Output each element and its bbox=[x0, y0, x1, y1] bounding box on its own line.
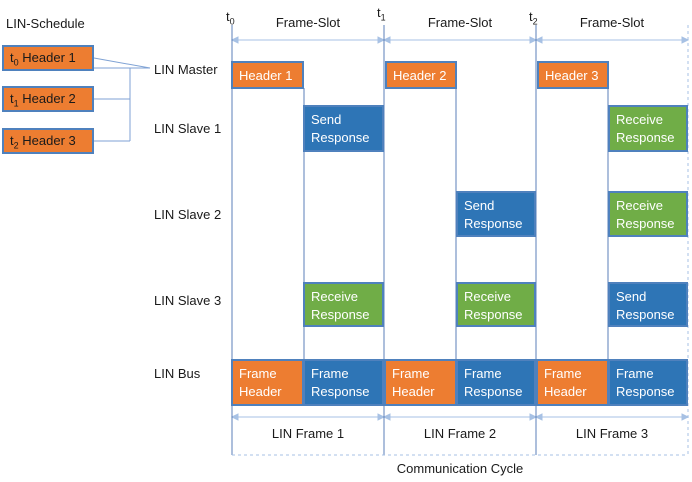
row-label-slave2: LIN Slave 2 bbox=[154, 207, 222, 222]
slot3-slave2-receive: Receive Response bbox=[608, 191, 688, 237]
schedule-time-2: t bbox=[10, 133, 14, 148]
bus-response-2-line2: Response bbox=[464, 384, 523, 399]
bus-header-1-line1: Frame bbox=[239, 366, 277, 381]
tick-t0-letter: t bbox=[226, 9, 230, 24]
slot2-slave3-receive: Receive Response bbox=[456, 282, 536, 327]
bus-frame-header-1: Frame Header bbox=[231, 359, 304, 406]
lin-frame-label-3: LIN Frame 3 bbox=[575, 426, 649, 441]
tick-t2: t2 bbox=[529, 9, 538, 27]
schedule-time-2-sub: 2 bbox=[13, 140, 19, 151]
frame-slot-label-1: Frame-Slot bbox=[275, 15, 341, 30]
bus-response-1-line1: Frame bbox=[311, 366, 349, 381]
bus-header-1-line2: Header bbox=[239, 384, 282, 399]
slot1-slave1-line2: Response bbox=[311, 130, 370, 145]
row-label-slave3: LIN Slave 3 bbox=[154, 293, 222, 308]
slot2-slave2-send: Send Response bbox=[456, 191, 536, 237]
bus-header-3-line1: Frame bbox=[544, 366, 582, 381]
frame-slot-label-3: Frame-Slot bbox=[579, 15, 645, 30]
tick-t0-sub: 0 bbox=[229, 16, 235, 27]
lin-frame-label-2: LIN Frame 2 bbox=[423, 426, 497, 441]
master-header-1: Header 1 bbox=[231, 61, 304, 89]
tick-t1-letter: t bbox=[377, 5, 381, 20]
tick-t0: t0 bbox=[226, 9, 235, 27]
bus-response-3-line1: Frame bbox=[616, 366, 654, 381]
schedule-title: LIN-Schedule bbox=[6, 16, 85, 31]
slot3-slave3-send: Send Response bbox=[608, 282, 688, 327]
slot2-slave2-line2: Response bbox=[464, 216, 523, 231]
schedule-time-0: t bbox=[10, 50, 14, 65]
slot2-slave2-line1: Send bbox=[464, 198, 495, 213]
row-label-master: LIN Master bbox=[154, 62, 218, 77]
slot1-slave3-line1: Receive bbox=[311, 289, 358, 304]
bus-header-3-line2: Header bbox=[544, 384, 587, 399]
bus-frame-response-1: Frame Response bbox=[303, 359, 384, 406]
tick-t1: t1 bbox=[377, 5, 386, 23]
tick-t2-sub: 2 bbox=[532, 16, 538, 27]
slot1-slave1-line1: Send bbox=[311, 112, 342, 127]
schedule-item-2: t1 Header 2 bbox=[2, 86, 94, 112]
slot3-slave1-line1: Receive bbox=[616, 112, 663, 127]
schedule-item-3: t2 Header 3 bbox=[2, 128, 94, 154]
bus-header-2-line1: Frame bbox=[392, 366, 430, 381]
slot2-slave3-line1: Receive bbox=[464, 289, 511, 304]
slot3-slave3-line2: Response bbox=[616, 307, 675, 322]
slot2-slave3-line2: Response bbox=[464, 307, 523, 322]
slot1-slave3-receive: Receive Response bbox=[303, 282, 384, 327]
bus-frame-header-2: Frame Header bbox=[384, 359, 457, 406]
slot3-slave1-line2: Response bbox=[616, 130, 675, 145]
schedule-time-1-sub: 1 bbox=[13, 98, 19, 109]
tick-t2-letter: t bbox=[529, 9, 533, 24]
slot1-slave3-line2: Response bbox=[311, 307, 370, 322]
schedule-label-2: Header 2 bbox=[22, 91, 76, 106]
slot3-slave1-receive: Receive Response bbox=[608, 105, 688, 152]
frame-slot-label-2: Frame-Slot bbox=[427, 15, 493, 30]
schedule-item-1: t0 Header 1 bbox=[2, 45, 94, 71]
row-label-slave1: LIN Slave 1 bbox=[154, 121, 222, 136]
bus-response-3-line2: Response bbox=[616, 384, 675, 399]
schedule-label-3: Header 3 bbox=[22, 133, 76, 148]
slot3-slave2-line2: Response bbox=[616, 216, 675, 231]
master-header-3: Header 3 bbox=[537, 61, 609, 89]
bus-header-2-line2: Header bbox=[392, 384, 435, 399]
bus-response-1-line2: Response bbox=[311, 384, 370, 399]
row-label-bus: LIN Bus bbox=[154, 366, 201, 381]
schedule-time-1: t bbox=[10, 91, 14, 106]
bus-frame-header-3: Frame Header bbox=[536, 359, 609, 406]
bus-response-2-line1: Frame bbox=[464, 366, 502, 381]
bus-frame-response-2: Frame Response bbox=[456, 359, 536, 406]
lin-frame-label-1: LIN Frame 1 bbox=[271, 426, 345, 441]
schedule-label-1: Header 1 bbox=[22, 50, 76, 65]
slot3-slave2-line1: Receive bbox=[616, 198, 663, 213]
bus-frame-response-3: Frame Response bbox=[608, 359, 688, 406]
slot3-slave3-line1: Send bbox=[616, 289, 647, 304]
tick-t1-sub: 1 bbox=[380, 12, 386, 23]
master-header-2: Header 2 bbox=[385, 61, 457, 89]
slot1-slave1-send: Send Response bbox=[303, 105, 384, 152]
communication-cycle-label: Communication Cycle bbox=[396, 461, 524, 476]
schedule-time-0-sub: 0 bbox=[13, 57, 19, 68]
